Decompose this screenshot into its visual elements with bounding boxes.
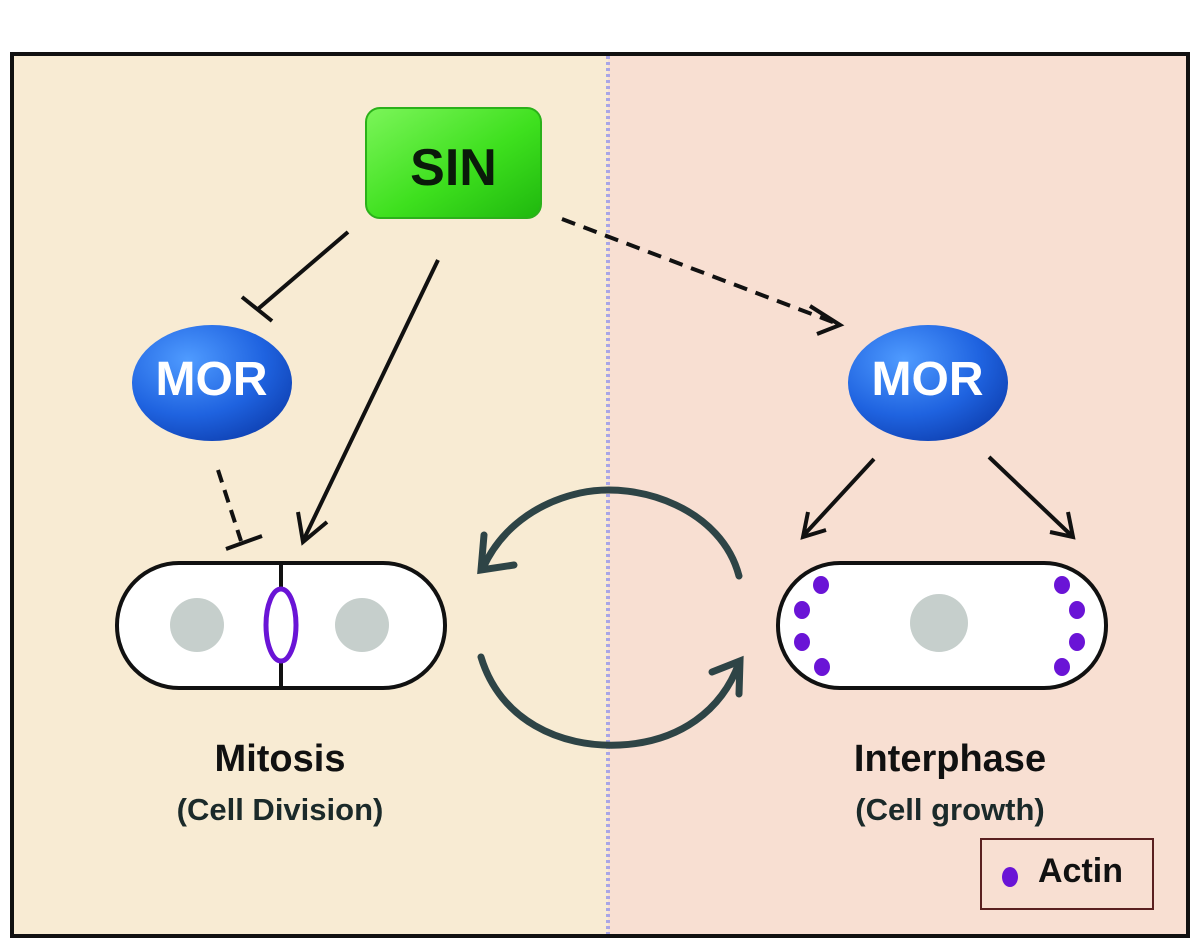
mor-inhibits-mitosis-arrow	[216, 469, 263, 551]
sin-to-mor-right-arrow	[561, 217, 845, 336]
interphase-nucleus	[910, 594, 968, 652]
mitosis-title: Mitosis	[214, 738, 346, 780]
interphase-title: Interphase	[853, 738, 1047, 780]
cycle-arrow-to-mitosis	[477, 486, 743, 580]
mitosis-subtitle: (Cell Division)	[176, 792, 384, 827]
sin-to-mitosis-arrow	[296, 259, 440, 546]
mitosis-nucleus-left	[170, 598, 224, 652]
interphase-subtitle: (Cell growth)	[855, 792, 1045, 827]
frame-border	[10, 52, 1190, 938]
mor-left-node	[132, 325, 292, 441]
legend-label: Actin	[1038, 852, 1123, 890]
interphase-cell	[776, 561, 1108, 690]
cycle-arrow-to-interphase	[477, 653, 744, 749]
sin-inhibits-mor-arrow	[240, 230, 350, 323]
mitosis-nucleus-right	[335, 598, 389, 652]
mor-right-label: MOR	[871, 353, 984, 406]
legend: Actin	[980, 838, 1154, 910]
actin-legend-swatch	[1002, 867, 1018, 887]
actin-patches	[794, 576, 1085, 676]
interphase-panel	[608, 54, 1188, 936]
mitosis-cell	[115, 561, 447, 690]
sin-label: SIN	[410, 139, 497, 197]
mor-to-interphase-right-arrow	[987, 455, 1076, 540]
sin-node	[365, 107, 542, 219]
mor-to-interphase-left-arrow	[800, 457, 876, 540]
mor-right-node	[848, 325, 1008, 441]
mor-left-label: MOR	[155, 353, 268, 406]
actomyosin-ring	[263, 586, 299, 664]
